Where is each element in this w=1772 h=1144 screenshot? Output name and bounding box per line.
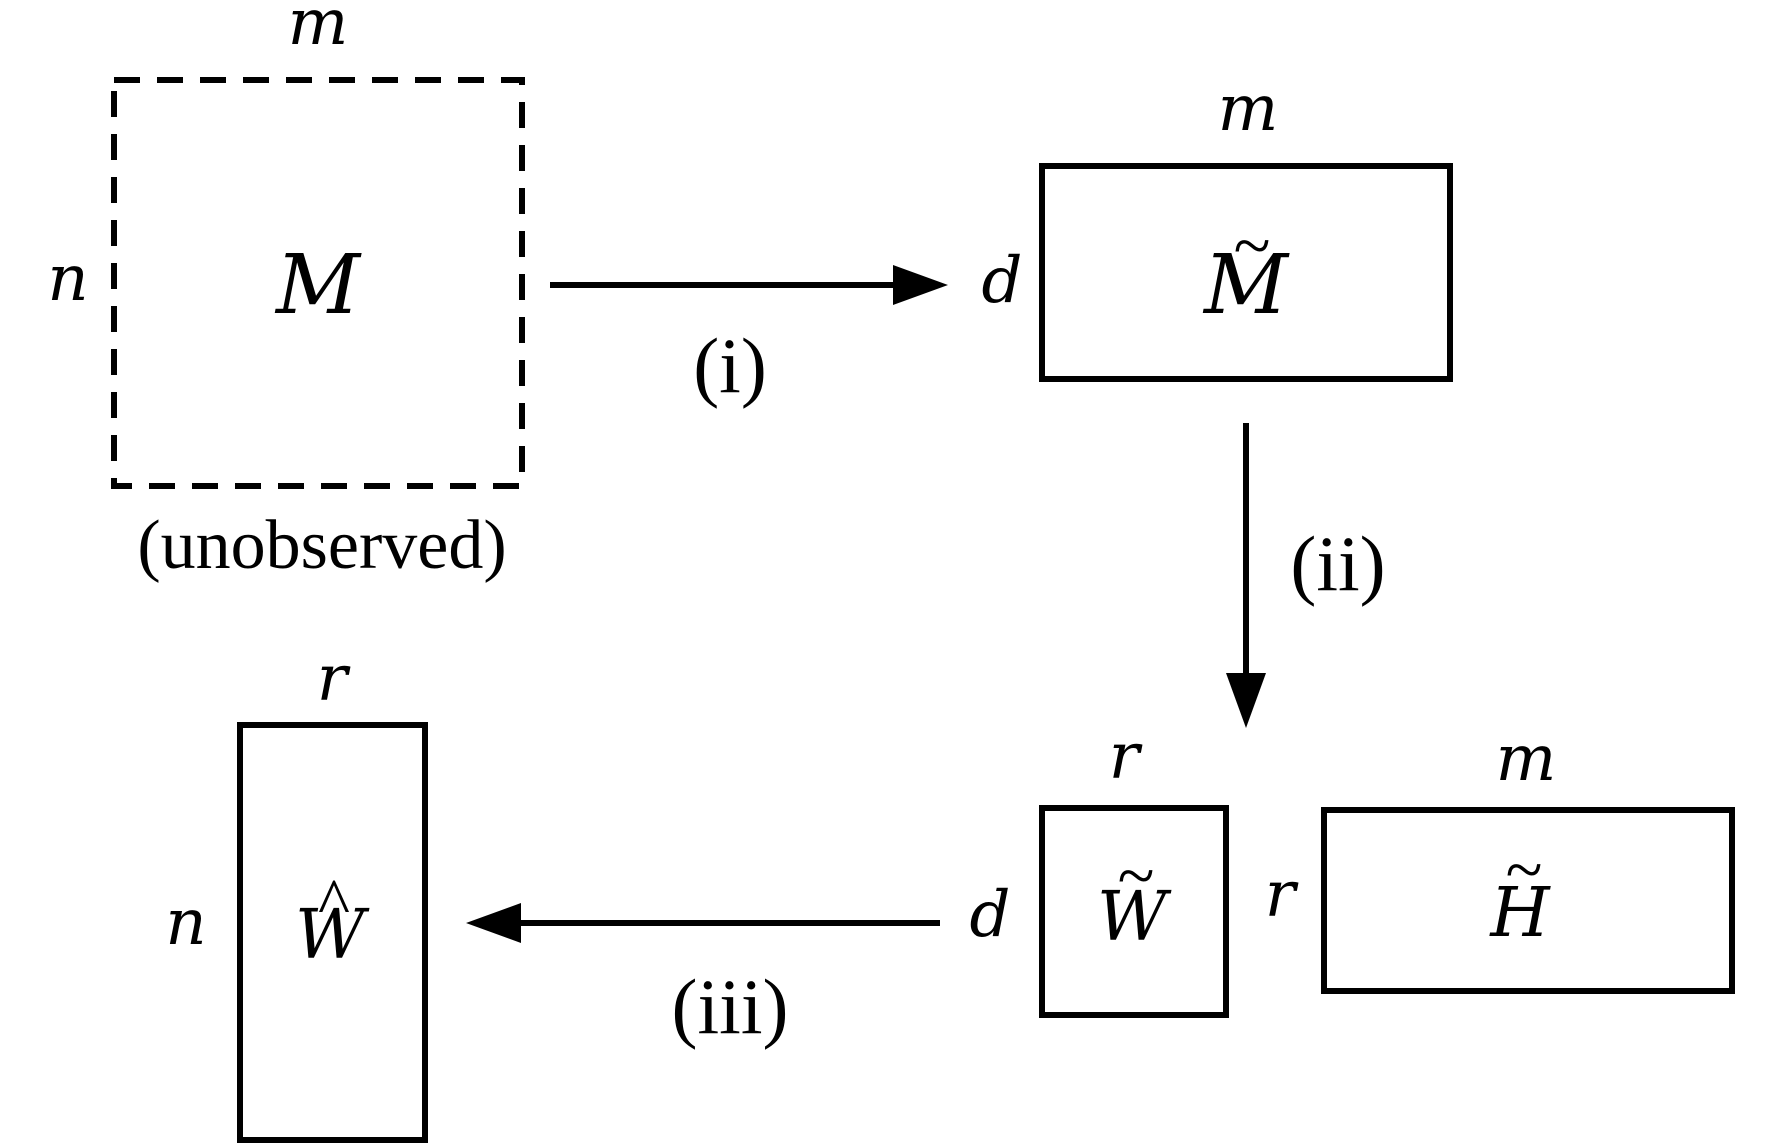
matrix-m-tilde: M ~ m d <box>982 72 1453 382</box>
matrix-m-rows: n <box>47 242 88 316</box>
matrix-w-tilde: W ~ r d <box>970 720 1229 1018</box>
matrix-m-tilde-accent: ~ <box>1234 207 1271 283</box>
matrix-h-tilde-rows: r <box>1265 858 1299 932</box>
arrow-iii-head <box>466 903 521 943</box>
matrix-w-tilde-label: W <box>1097 878 1172 957</box>
matrix-m-box <box>111 77 525 489</box>
matrix-m-tilde-label: M <box>1202 238 1290 333</box>
matrix-m: M m n (unobserved) <box>47 0 525 584</box>
arrow-ii-head <box>1226 673 1266 728</box>
matrix-w-hat-box <box>237 722 428 1143</box>
matrix-w-tilde-rows: d <box>970 878 1011 952</box>
step-ii-label: (ii) <box>1290 520 1385 607</box>
step-i-label: (i) <box>693 322 767 409</box>
matrix-w-hat-cols: r <box>317 642 351 716</box>
step-iii-label: (iii) <box>672 963 789 1050</box>
matrix-m-cols: m <box>288 0 349 60</box>
matrix-w-tilde-box <box>1039 805 1229 1018</box>
matrix-h-tilde-box <box>1321 807 1735 994</box>
matrix-w-hat-accent: ^ <box>318 864 350 940</box>
matrix-w-hat: W ^ r n <box>165 642 428 1143</box>
arrow-step-iii: (iii) <box>466 903 940 1050</box>
matrix-m-note: (unobserved) <box>137 507 506 584</box>
matrix-h-tilde: H ~ m r <box>1265 722 1735 994</box>
matrix-h-tilde-accent: ~ <box>1506 831 1543 907</box>
matrix-h-tilde-cols: m <box>1496 722 1557 796</box>
matrix-h-tilde-label: H <box>1488 874 1551 953</box>
arrow-i-head <box>893 265 948 305</box>
matrix-m-tilde-rows: d <box>982 244 1023 318</box>
matrix-w-tilde-accent: ~ <box>1118 837 1155 913</box>
arrow-step-ii: (ii) <box>1226 423 1386 728</box>
matrix-m-tilde-box <box>1039 163 1453 382</box>
matrix-w-tilde-cols: r <box>1109 720 1143 794</box>
matrix-m-label: M <box>274 238 362 333</box>
matrix-m-tilde-cols: m <box>1218 72 1279 146</box>
matrix-w-hat-rows: n <box>165 886 206 960</box>
arrow-step-i: (i) <box>550 265 948 409</box>
matrix-w-hat-label: W <box>295 896 370 975</box>
